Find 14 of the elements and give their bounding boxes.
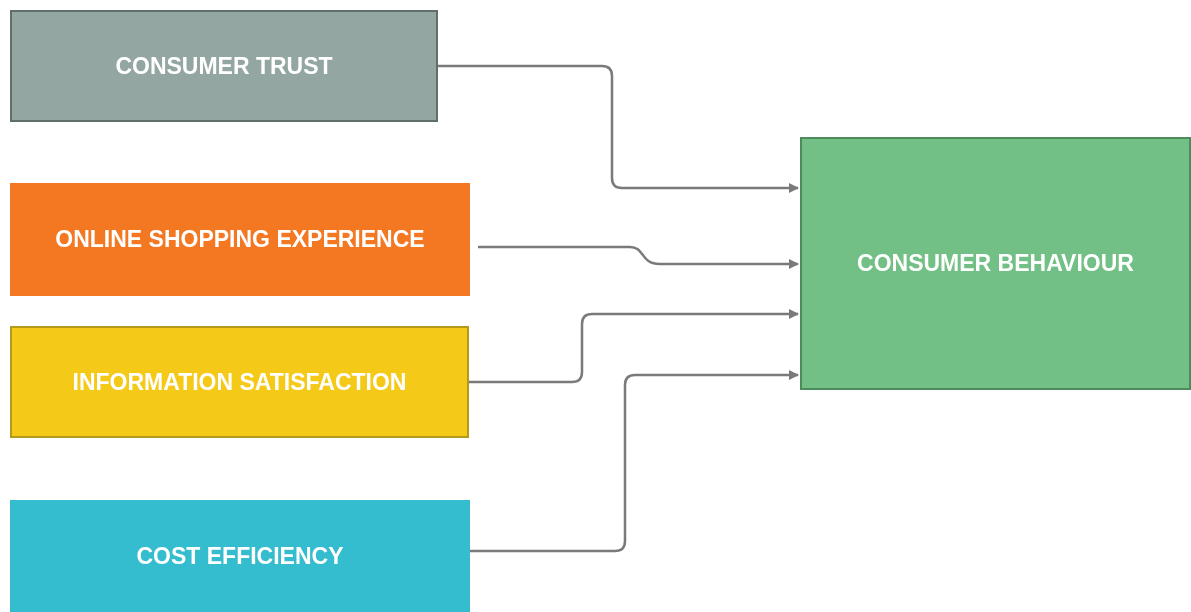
box-label: CONSUMER TRUST — [115, 51, 333, 81]
box-label: ONLINE SHOPPING EXPERIENCE — [55, 225, 425, 254]
box-label: INFORMATION SATISFACTION — [72, 367, 407, 397]
box-label: CONSUMER BEHAVIOUR — [857, 249, 1134, 278]
factor-box — [10, 10, 438, 122]
factor-box — [800, 137, 1191, 390]
arrow — [470, 370, 799, 553]
factor-box — [10, 183, 470, 296]
factor-box — [10, 326, 469, 438]
arrow — [478, 245, 799, 269]
factor-box — [10, 500, 470, 612]
arrow — [438, 64, 799, 193]
arrow — [469, 309, 799, 384]
box-label: COST EFFICIENCY — [136, 541, 344, 571]
